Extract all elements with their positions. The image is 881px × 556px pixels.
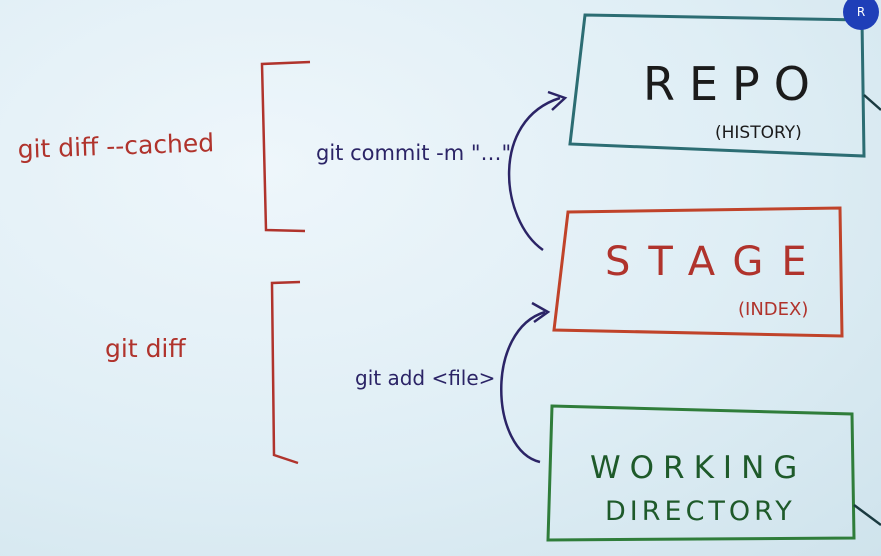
bracket-bottom xyxy=(270,280,301,465)
box-edge-right xyxy=(853,94,881,527)
git-diff-label: git diff xyxy=(105,334,186,363)
add-arrowhead-icon xyxy=(531,301,551,324)
repo-title: REPO xyxy=(643,57,824,111)
git-add-command: git add <file> xyxy=(355,366,495,390)
repo-subtitle: (HISTORY) xyxy=(715,123,802,143)
repo-box xyxy=(568,13,866,158)
stage-subtitle: (INDEX) xyxy=(738,299,808,320)
working-directory-box xyxy=(546,404,856,542)
stage-title: STAGE xyxy=(605,239,825,285)
working-title-line1: WORKING xyxy=(590,450,806,486)
add-arrow xyxy=(500,310,546,464)
git-diff-cached-label: git diff --cached xyxy=(17,128,214,164)
working-title-line2: DIRECTORY xyxy=(605,496,796,527)
git-commit-command: git commit -m "…" xyxy=(316,141,511,165)
avatar-initial: R xyxy=(856,5,866,19)
presenter-avatar: R xyxy=(843,0,879,30)
stage-box xyxy=(552,206,844,338)
commit-arrowhead-icon xyxy=(547,90,568,111)
commit-arrow xyxy=(507,96,561,252)
bracket-top xyxy=(260,60,311,233)
